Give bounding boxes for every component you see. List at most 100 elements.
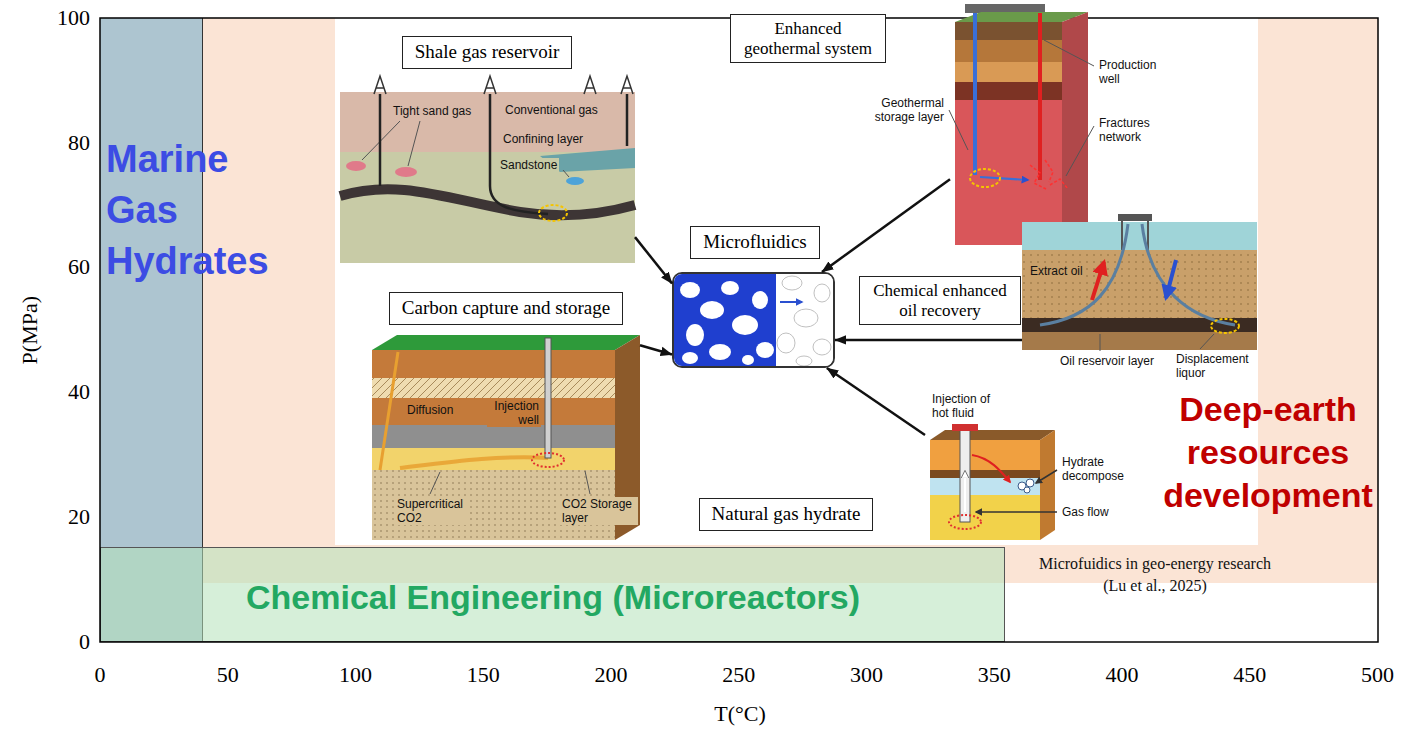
text-holder: 250 — [722, 662, 755, 688]
panel-title: Shale gas reservoir — [402, 36, 573, 69]
text-holder: Microfuidics in geo-energy research (Lu … — [1033, 553, 1278, 597]
illustration-panel: Carbon capture and storageInjection well… — [372, 335, 640, 540]
text-holder: Oil reservoir layer — [1058, 354, 1156, 368]
text-holder: Fractures network — [1097, 116, 1157, 144]
text-holder: Geothermal storage layer — [866, 96, 946, 124]
part-label: Extract oil — [1028, 264, 1085, 278]
text-holder: 80 — [68, 130, 90, 156]
part-label: Sandstone — [498, 158, 559, 172]
microfluidics-box: Microfluidics — [672, 272, 835, 368]
text-holder: T(°C) — [714, 701, 766, 727]
part-label: Injection well — [487, 399, 541, 427]
part-label: Supercritical CO2 — [395, 497, 469, 525]
tick-label: 50 — [217, 662, 239, 688]
text-holder: Conventional gas — [503, 103, 600, 117]
text-holder: Sandstone — [498, 158, 559, 172]
tick-label: 500 — [1361, 662, 1394, 688]
text-holder: Enhanced geothermal system — [730, 14, 886, 63]
text-holder: Natural gas hydrate — [699, 498, 874, 531]
text-holder: Gas flow — [1060, 505, 1111, 519]
text-holder: 350 — [978, 662, 1011, 688]
axis-title: P(MPa) — [17, 296, 43, 364]
text-holder: 300 — [850, 662, 883, 688]
tick-label: 0 — [95, 662, 106, 688]
text-holder: 400 — [1106, 662, 1139, 688]
text-holder: Chemical enhanced oil recovery — [859, 276, 1021, 325]
text-holder: P(MPa) — [17, 296, 43, 364]
text-holder: Marine Gas Hydrates — [106, 134, 281, 287]
text-holder: Tight sand gas — [391, 104, 473, 118]
plot-frame — [100, 18, 1378, 642]
tick-label: 450 — [1233, 662, 1266, 688]
text-holder: 500 — [1361, 662, 1394, 688]
illustration-panel: Shale gas reservoirTight sand gasConvent… — [340, 78, 635, 263]
tick-label: 250 — [722, 662, 755, 688]
text-holder: Shale gas reservoir — [402, 36, 573, 69]
part-label: Displacement liquor — [1174, 352, 1256, 380]
text-holder: 50 — [217, 662, 239, 688]
tick-label: 400 — [1106, 662, 1139, 688]
text-holder: 100 — [57, 5, 90, 31]
tick-label: 100 — [339, 662, 372, 688]
part-label: Oil reservoir layer — [1058, 354, 1156, 368]
region-label: Chemical Engineering (Microreactors) — [246, 577, 860, 618]
tick-label: 150 — [467, 662, 500, 688]
text-holder: Displacement liquor — [1174, 352, 1256, 380]
illustration-panel: Natural gas hydrateInjection of hot flui… — [925, 390, 1135, 540]
part-label: CO2 Storage layer — [560, 497, 638, 525]
part-label: Conventional gas — [503, 103, 600, 117]
text-holder: Chemical Engineering (Microreactors) — [246, 577, 860, 618]
figure-panel: Microfuidics in geo-energy research (Lu … — [335, 18, 1258, 545]
tick-label: 20 — [68, 504, 90, 530]
text-holder: 450 — [1233, 662, 1266, 688]
panel-title: Microfluidics — [690, 226, 819, 259]
region-band: Chemical Engineering (Microreactors) — [100, 547, 1005, 642]
panel-title: Enhanced geothermal system — [730, 14, 886, 63]
illustration-panel: Chemical enhanced oil recoveryExtract oi… — [1022, 222, 1257, 385]
text-holder: 60 — [68, 254, 90, 280]
text-holder: 40 — [68, 379, 90, 405]
region-label: Deep-earth resources development — [1156, 388, 1381, 517]
text-holder: Production well — [1097, 58, 1163, 86]
text-holder: Carbon capture and storage — [389, 292, 623, 325]
part-label: Hydrate decompose — [1060, 455, 1130, 483]
tick-label: 80 — [68, 130, 90, 156]
text-holder: 0 — [79, 629, 90, 655]
part-label: Gas flow — [1060, 505, 1111, 519]
panel-title: Natural gas hydrate — [699, 498, 874, 531]
text-holder: Diffusion — [405, 403, 455, 417]
text-holder: Hydrate decompose — [1060, 455, 1130, 483]
text-holder: 200 — [595, 662, 628, 688]
text-holder: Injection of hot fluid — [930, 392, 998, 420]
tick-label: 0 — [79, 629, 90, 655]
text-holder: Injection well — [487, 399, 541, 427]
part-label: Tight sand gas — [391, 104, 473, 118]
geothermal-illustration — [965, 4, 1045, 13]
panel-title: Carbon capture and storage — [389, 292, 623, 325]
part-label: Injection of hot fluid — [930, 392, 998, 420]
axis-title: T(°C) — [714, 701, 766, 727]
tick-label: 350 — [978, 662, 1011, 688]
text-holder: Deep-earth resources development — [1156, 388, 1381, 517]
text-holder: 0 — [95, 662, 106, 688]
text-holder: Extract oil — [1028, 264, 1085, 278]
part-label: Fractures network — [1097, 116, 1157, 144]
text-holder: Microfluidics — [690, 226, 819, 259]
tick-label: 40 — [68, 379, 90, 405]
tick-label: 300 — [850, 662, 883, 688]
tick-label: 200 — [595, 662, 628, 688]
figure-caption: Microfuidics in geo-energy research (Lu … — [1033, 553, 1278, 597]
text-holder: 100 — [339, 662, 372, 688]
tick-label: 60 — [68, 254, 90, 280]
text-holder: Confining layer — [501, 132, 585, 146]
region-band: Deep-earth resources developmentMicrofui… — [203, 18, 1378, 583]
part-label: Diffusion — [405, 403, 455, 417]
tick-label: 100 — [57, 5, 90, 31]
panel-title: Chemical enhanced oil recovery — [859, 276, 1021, 325]
text-holder: CO2 Storage layer — [560, 497, 638, 525]
part-label: Confining layer — [501, 132, 585, 146]
part-label: Production well — [1097, 58, 1163, 86]
part-label: Geothermal storage layer — [866, 96, 946, 124]
